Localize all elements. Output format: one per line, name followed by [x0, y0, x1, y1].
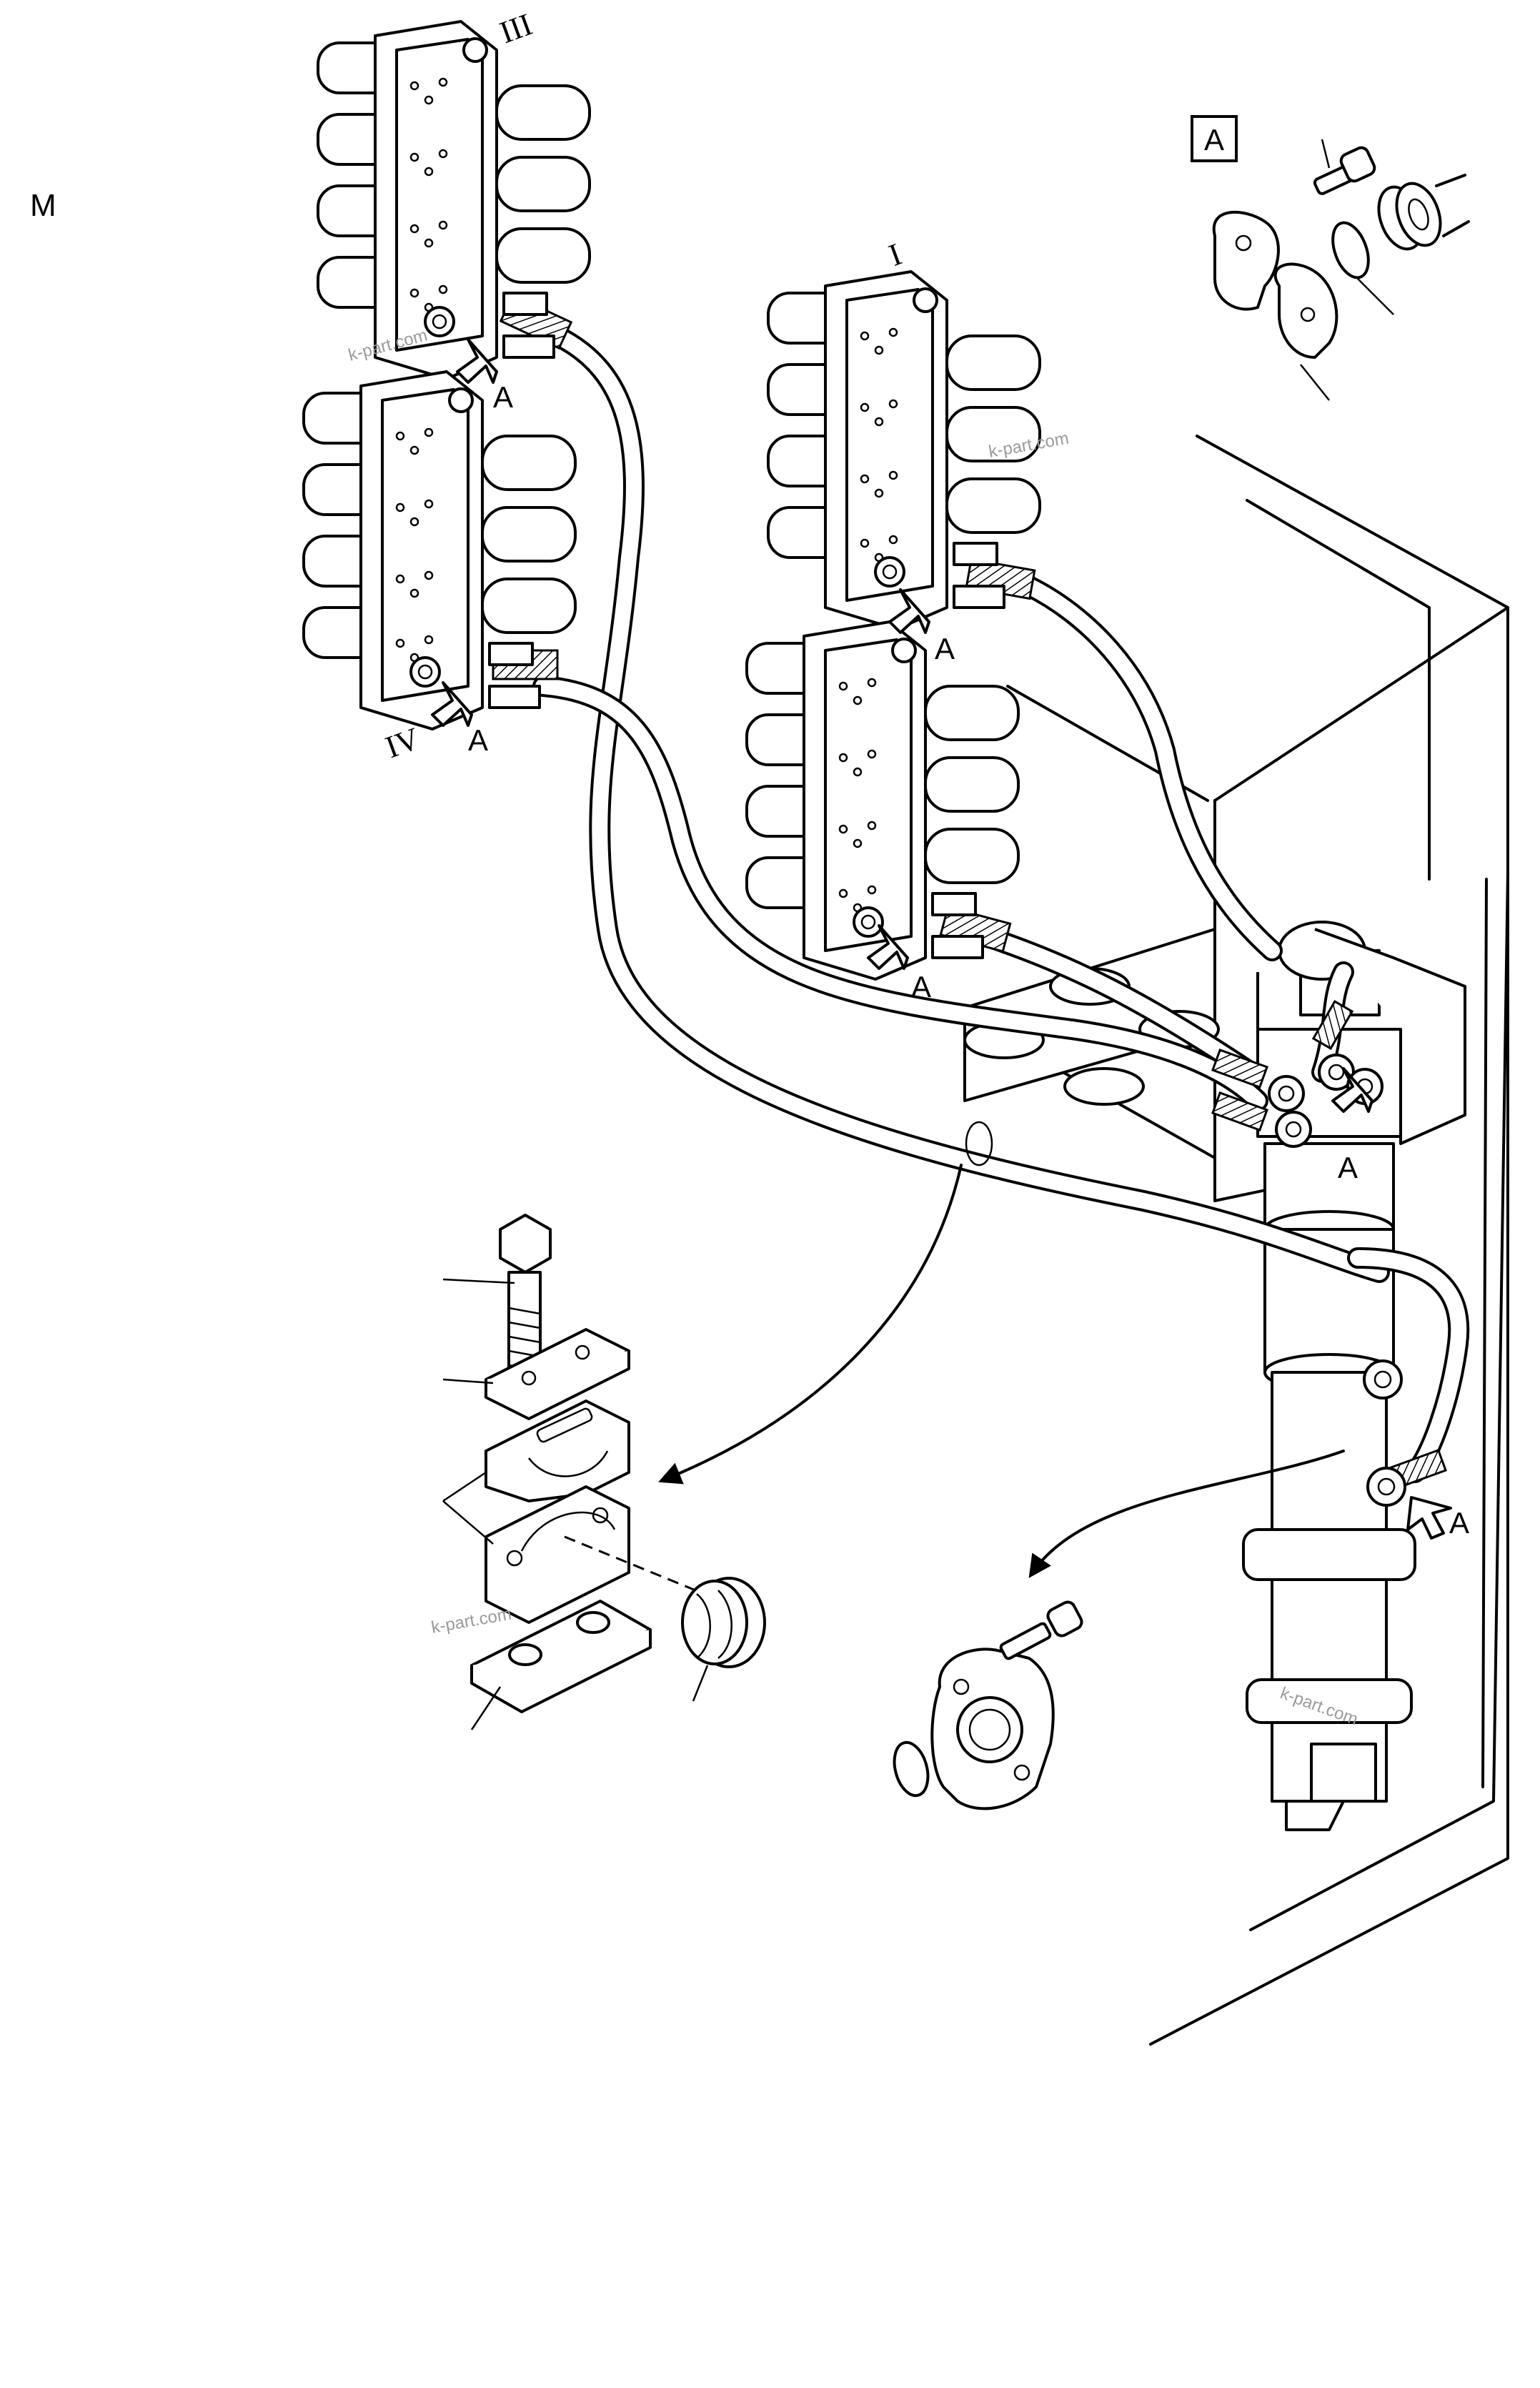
clamp-location-ring [965, 1121, 993, 1166]
figure-code: M [30, 188, 56, 223]
detail-A-flange-assembly [1212, 139, 1470, 401]
svg-text:A: A [468, 723, 488, 757]
swivel-joint-column [1242, 921, 1466, 1831]
valve-III-label: III [495, 6, 537, 50]
callout-arrows-A: A A A A A A [431, 338, 1469, 1540]
watermark: k-part.com [429, 1605, 512, 1638]
hydraulic-hoses [532, 325, 1470, 1483]
svg-text:A: A [1449, 1506, 1469, 1540]
svg-text:A: A [493, 380, 513, 414]
hose-braided-ends [492, 293, 1447, 1489]
hose-clamp-detail [442, 1214, 766, 1730]
detail-pointer-arrow-flange [1028, 1450, 1345, 1578]
detail-pointer-arrow-clamp [658, 1164, 963, 1485]
valve-IV-label: IV [381, 720, 424, 765]
column-flanges [1268, 1054, 1406, 1507]
valve-I-label: I [884, 237, 906, 273]
svg-text:A: A [1204, 123, 1224, 157]
svg-text:A: A [935, 632, 955, 665]
flange-detail [893, 1600, 1083, 1810]
detail-ref-box: A [1191, 115, 1238, 162]
svg-text:A: A [911, 970, 931, 1004]
svg-text:A: A [1338, 1151, 1358, 1184]
housing-cabinet [935, 435, 1509, 2046]
